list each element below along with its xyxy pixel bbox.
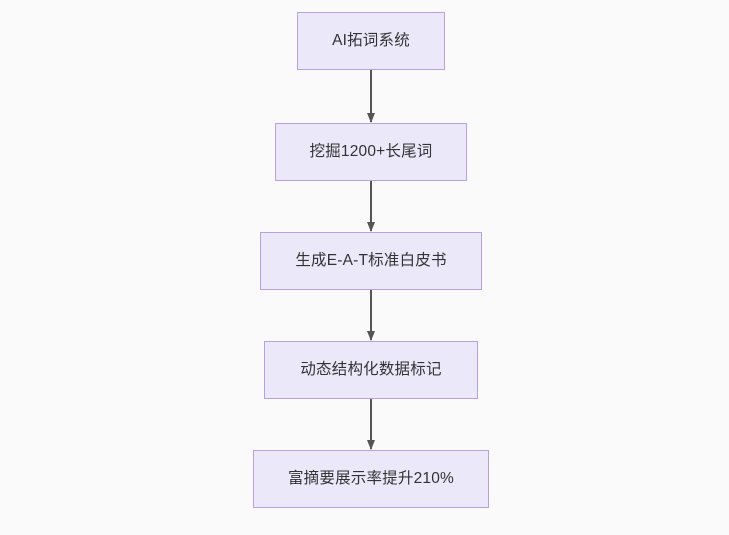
flow-node-label: AI拓词系统 bbox=[332, 32, 410, 50]
flow-node-label: 动态结构化数据标记 bbox=[300, 361, 442, 379]
flow-node-label: 挖掘1200+长尾词 bbox=[309, 143, 433, 161]
flow-node-ai-keyword-system[interactable]: AI拓词系统 bbox=[297, 12, 445, 70]
flow-node-generate-eat-whitepaper[interactable]: 生成E-A-T标准白皮书 bbox=[260, 232, 482, 290]
flow-node-mine-longtail-keywords[interactable]: 挖掘1200+长尾词 bbox=[275, 123, 467, 181]
flow-node-rich-snippet-rate-increase[interactable]: 富摘要展示率提升210% bbox=[253, 450, 489, 508]
flow-node-label: 富摘要展示率提升210% bbox=[287, 470, 455, 488]
flow-node-label: 生成E-A-T标准白皮书 bbox=[295, 252, 447, 270]
flow-node-dynamic-structured-data-markup[interactable]: 动态结构化数据标记 bbox=[264, 341, 478, 399]
